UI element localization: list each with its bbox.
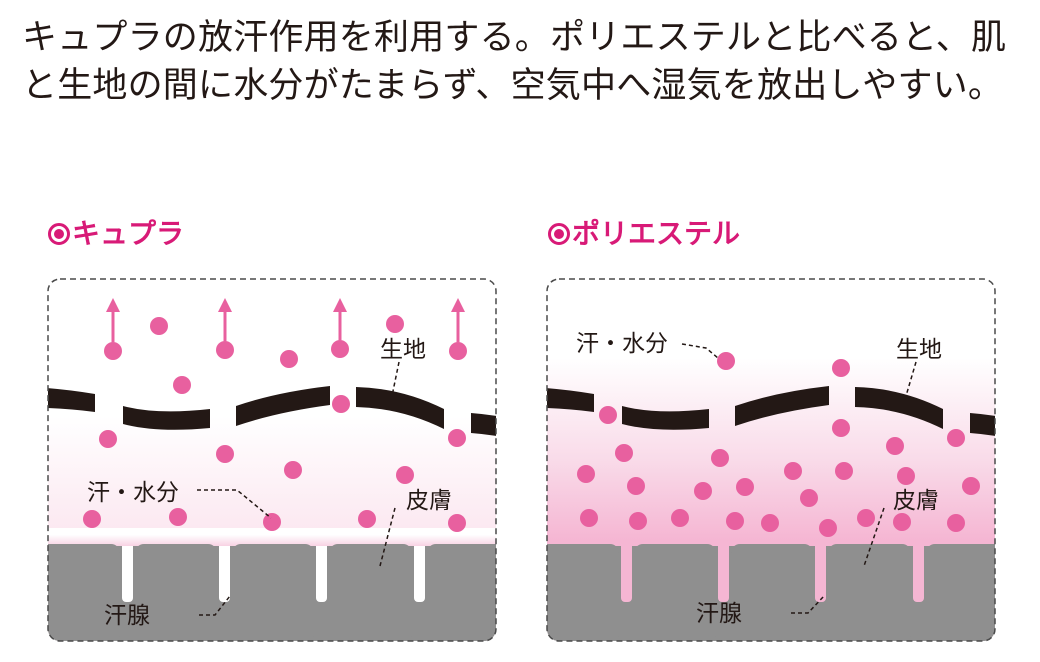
sweat-droplets: [577, 352, 980, 537]
fabric-layer: [547, 386, 995, 436]
sweat-gland-gaps: [621, 540, 924, 602]
bullet-icon: [548, 223, 570, 245]
cupra-fabric-label: 生地: [380, 337, 426, 363]
cupra-sweat-label: 汗・水分: [87, 480, 179, 506]
leader-lines: [681, 343, 917, 614]
polyester-heading: ポリエステル: [548, 212, 740, 252]
polyester-sweat-label: 汗・水分: [576, 331, 668, 357]
sweat-droplets: [83, 315, 467, 532]
polyester-diagram: 汗・水分 生地 皮膚 汗腺: [546, 278, 996, 642]
cupra-heading: キュプラ: [48, 212, 184, 252]
cupra-skin-label: 皮膚: [406, 488, 452, 514]
cupra-heading-text: キュプラ: [72, 217, 185, 250]
cupra-diagram: 生地 汗・水分 皮膚 汗腺: [47, 278, 497, 642]
polyester-fabric-label: 生地: [896, 337, 942, 363]
polyester-heading-text: ポリエステル: [572, 217, 741, 250]
polyester-skin-label: 皮膚: [893, 488, 939, 514]
bullet-icon: [48, 223, 70, 245]
fabric-layer: [48, 386, 496, 436]
panel-border: [47, 278, 497, 642]
polyester-gland-label: 汗腺: [696, 601, 742, 627]
leader-lines: [197, 361, 400, 616]
sweat-gland-gaps: [122, 540, 425, 602]
cupra-gland-label: 汗腺: [104, 603, 150, 629]
panel-border: [546, 278, 996, 642]
evaporation-arrows: [106, 298, 465, 342]
intro-text: キュプラの放汗作用を利用する。ポリエステルと比べると、肌と生地の間に水分がたまら…: [22, 18, 1007, 106]
